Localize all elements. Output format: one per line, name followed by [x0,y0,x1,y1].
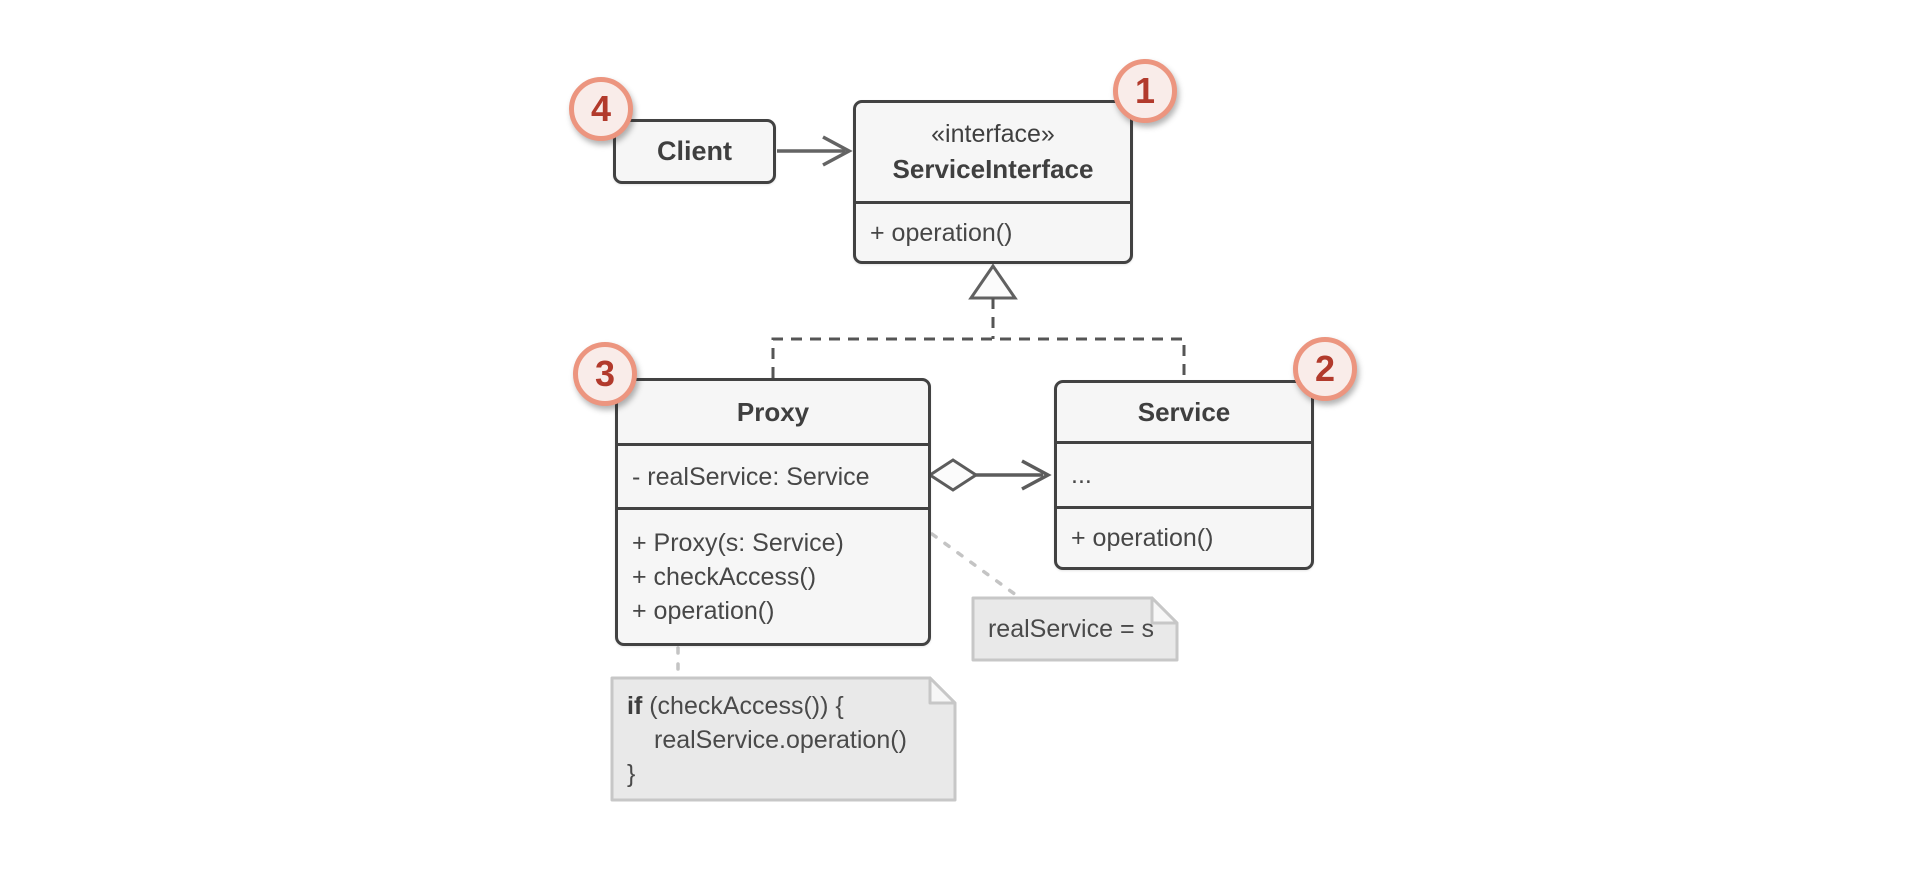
proxy-attribute: - realService: Service [632,462,870,491]
note-connector-assignment [930,532,1018,597]
realization-dashed-branch [771,337,1186,379]
step-badge-2: 2 [1293,337,1357,401]
class-service-name: Service [1137,396,1231,427]
aggregation-arrowhead-icon [1021,459,1052,491]
note-code-keyword: if [627,692,643,720]
note-assignment-fold-icon [1150,596,1179,625]
note-code-fold-icon [928,676,957,705]
note-code-line-2: realService.operation() [654,726,907,754]
class-service: Service ... + operation() [1054,380,1314,570]
note-code-line-1: if (checkAccess()) { [627,689,955,723]
class-client-name: Client [656,136,732,166]
proxy-method-checkaccess: + checkAccess() [632,562,817,591]
note-assignment-shape [971,596,1179,662]
note-code-line-3: } [627,760,636,788]
class-proxy: Proxy - realService: Service + Proxy(s: … [615,378,931,646]
class-service-interface: «interface» ServiceInterface + operation… [853,100,1133,264]
step-badge-1: 1 [1113,59,1177,123]
proxy-method-operation: + operation() [632,596,775,625]
note-code-line-1-rest: (checkAccess()) { [642,692,844,720]
note-code: if (checkAccess()) { realService.operati… [612,678,955,800]
interface-stereotype: «interface» [931,119,1055,148]
interface-method: + operation() [870,218,1013,247]
class-proxy-name: Proxy [736,396,810,427]
service-attribute-ellipsis: ... [1071,461,1092,489]
realization-triangle-icon [968,263,1018,300]
proxy-method-constructor: + Proxy(s: Service) [632,528,844,557]
step-badge-3: 3 [573,342,637,406]
aggregation-diamond-icon [927,458,979,492]
note-assignment-label: realService = s [987,614,1155,643]
step-badge-4: 4 [569,77,633,141]
client-association-arrowhead-icon [822,135,853,167]
class-service-interface-name: ServiceInterface [892,153,1094,184]
note-code-shape [610,676,957,802]
service-method-operation: + operation() [1071,524,1214,552]
note-assignment: realService = s [973,598,1177,660]
class-client: Client [613,119,776,184]
